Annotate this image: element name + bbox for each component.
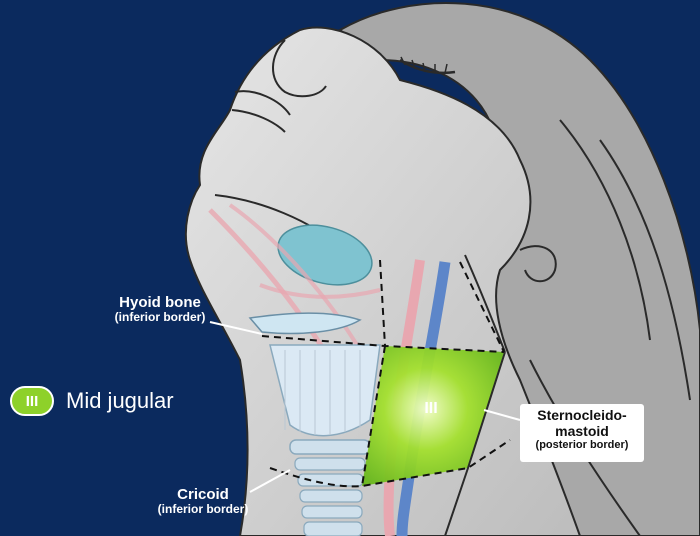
hyoid-bone-subtitle: (inferior border) — [114, 310, 206, 325]
sternocleidomastoid-outline — [444, 254, 506, 536]
level-iii-label: III — [424, 400, 438, 417]
hyoid-leader-line — [209, 321, 263, 335]
cricoid-leader-line — [249, 469, 291, 493]
cricoid-subtitle: (inferior border) — [157, 502, 249, 517]
scm-subtitle: (posterior border) — [535, 439, 629, 452]
scm-title-line2: mastoid — [555, 423, 609, 440]
hyoid-bone-title: Hyoid bone — [119, 294, 201, 311]
hyoid-bone-label: Hyoid bone (inferior border) — [80, 294, 240, 325]
level-iii-zone — [362, 346, 504, 486]
legend-text: Mid jugular — [66, 388, 174, 413]
thyroid-cartilage — [269, 344, 381, 437]
scm-title-line1: Sternocleido- — [537, 407, 627, 423]
hyoid-bone — [248, 312, 362, 335]
scm-leader-line — [483, 409, 521, 421]
sternocleidomastoid-label: Sternocleido- mastoid (posterior border) — [520, 404, 644, 462]
legend-badge: III — [10, 386, 54, 416]
cricoid-label: Cricoid (inferior border) — [128, 486, 278, 517]
legend: III Mid jugular — [10, 386, 174, 416]
cricoid-title: Cricoid — [177, 486, 229, 503]
cricoid-cartilage — [289, 439, 371, 455]
